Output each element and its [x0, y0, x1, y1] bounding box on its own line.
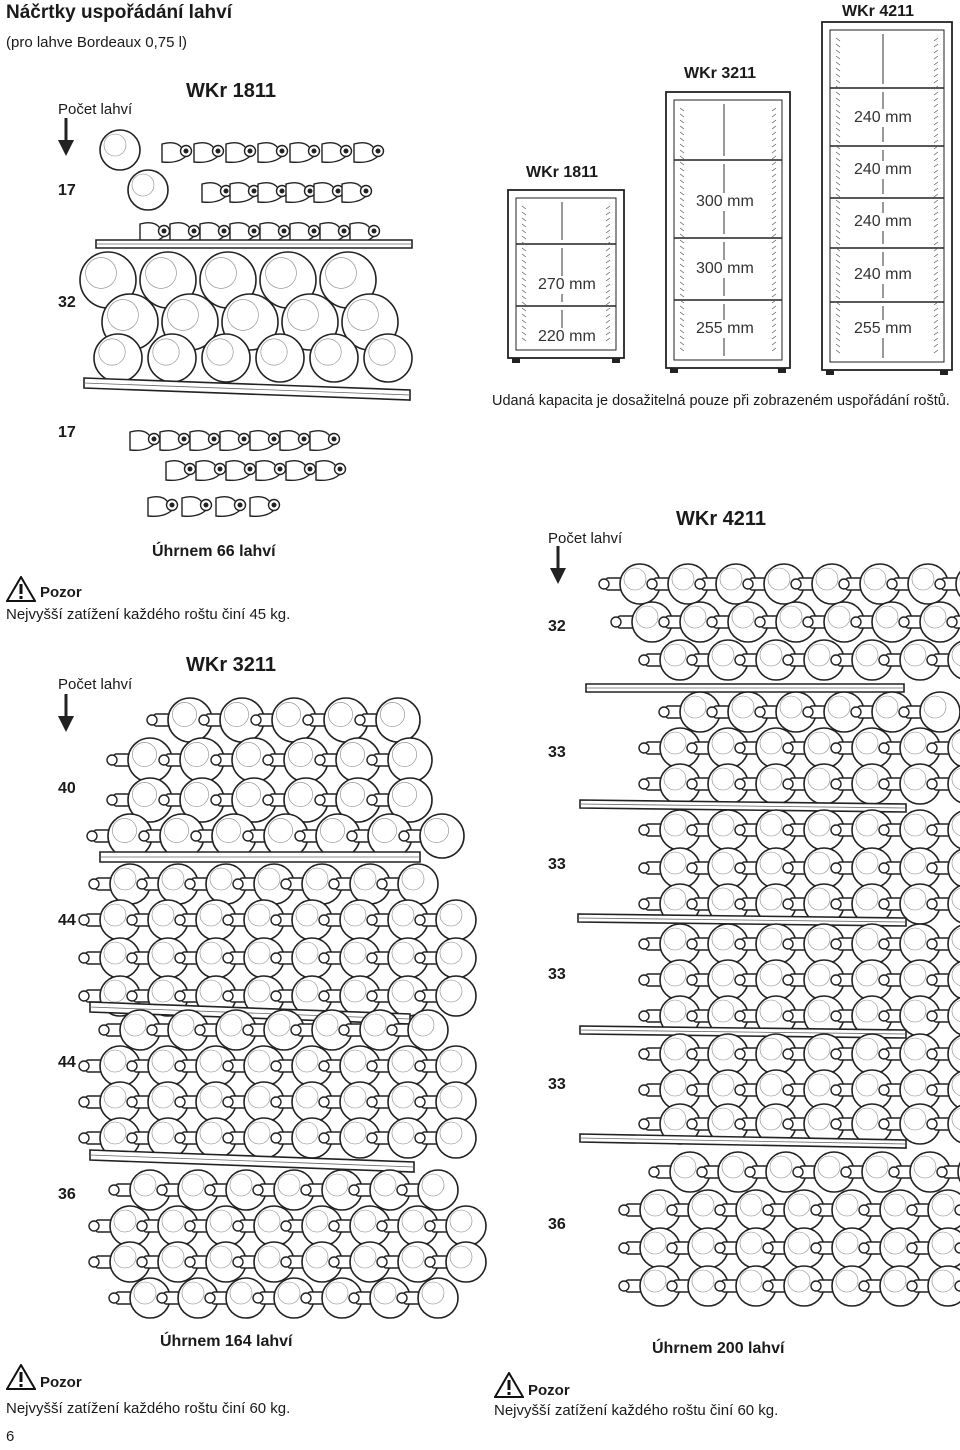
bottle-mark: [947, 764, 960, 804]
shelf-height-label: 300 mm: [694, 193, 756, 211]
warning-text: Nejvyšší zatížení každého roštu činí 60 …: [494, 1402, 779, 1419]
shelf-height-label: 270 mm: [536, 276, 598, 294]
bottle-mark: [947, 810, 960, 850]
warning-text: Nejvyšší zatížení každého roštu činí 45 …: [6, 606, 291, 623]
cabinet-title: WKr 1811: [526, 164, 599, 181]
shelf-height-label: 220 mm: [536, 328, 598, 346]
bottle-mark: [947, 1070, 960, 1110]
page-subtitle: (pro lahve Bordeaux 0,75 l): [6, 34, 187, 51]
bottle-mark: [919, 601, 960, 643]
shelf-count: 40: [58, 780, 76, 797]
bottle-mark: [947, 1034, 960, 1074]
shelf-count: 33: [548, 856, 566, 873]
bottle-mark: [99, 129, 141, 171]
cabinet-title: WKr 4211: [842, 3, 915, 20]
bottle-mark: [419, 813, 465, 859]
bottle-mark: [435, 975, 477, 1017]
total-bottles: Úhrnem 164 lahví: [160, 1333, 293, 1350]
arrow-down-icon: [58, 118, 74, 156]
shelf-count: 32: [548, 618, 566, 635]
bottle-mark: [387, 777, 433, 823]
shelf-count: 44: [58, 912, 76, 929]
stack-model-title: WKr 3211: [186, 654, 277, 676]
bottle-mark: [947, 960, 960, 1000]
bottle-mark: [947, 640, 960, 680]
bottle-mark: [947, 1104, 960, 1144]
capacity-note: Udaná kapacita je dosažitelná pouze při …: [492, 393, 950, 409]
warning-icon: [6, 576, 36, 602]
bottle-mark: [947, 884, 960, 924]
shelf-height-label: 240 mm: [852, 109, 914, 127]
stack-model-title: WKr 4211: [676, 508, 767, 530]
warning-icon: [494, 1372, 524, 1398]
shelf-height-label: 300 mm: [694, 260, 756, 278]
shelf-height-label: 255 mm: [852, 320, 914, 338]
stack-model-title: WKr 1811: [186, 80, 277, 102]
warning-title: Pozor: [40, 584, 82, 601]
shelf-count: 33: [548, 744, 566, 761]
cabinet-outline: [821, 21, 953, 371]
count-label: Počet lahví: [58, 676, 133, 693]
bottle-mark: [435, 1117, 477, 1159]
page-title: Náčrtky uspořádání lahví: [6, 2, 232, 23]
page-number: 6: [6, 1428, 15, 1445]
count-label: Počet lahví: [58, 101, 133, 118]
shelf-count: 36: [548, 1216, 566, 1233]
shelf-count: 36: [58, 1186, 76, 1203]
bottle-mark: [947, 996, 960, 1036]
bottle-mark: [947, 728, 960, 768]
shelf-height-label: 240 mm: [852, 213, 914, 231]
shelf-count: 32: [58, 294, 76, 311]
warning-title: Pozor: [40, 1374, 82, 1391]
bottle-mark: [407, 1009, 449, 1051]
shelf-height-label: 240 mm: [852, 161, 914, 179]
shelf-height-label: 240 mm: [852, 266, 914, 284]
warning-title: Pozor: [528, 1382, 570, 1399]
shelf-count: 44: [58, 1054, 76, 1071]
cabinet-title: WKr 3211: [684, 65, 757, 82]
shelf-count: 33: [548, 966, 566, 983]
total-bottles: Úhrnem 200 lahví: [652, 1340, 785, 1357]
bottle-mark: [127, 169, 169, 211]
bottle-mark: [417, 1169, 459, 1211]
bottle-mark: [927, 1265, 960, 1307]
bottle-mark: [309, 333, 359, 383]
bottle-mark: [947, 848, 960, 888]
total-bottles: Úhrnem 66 lahví: [152, 543, 276, 560]
count-label: Počet lahví: [548, 530, 623, 547]
bottle-mark: [919, 691, 960, 733]
warning-icon: [6, 1364, 36, 1390]
shelf-height-label: 255 mm: [694, 320, 756, 338]
bottle-mark: [947, 924, 960, 964]
bottle-mark: [955, 570, 960, 598]
bottle-mark: [363, 333, 413, 383]
warning-text: Nejvyšší zatížení každého roštu činí 60 …: [6, 1400, 291, 1417]
shelf-count: 17: [58, 424, 76, 441]
bottle-mark: [255, 333, 305, 383]
bottle-mark: [417, 1277, 459, 1319]
arrow-down-icon: [550, 546, 566, 584]
bottle-mark: [445, 1241, 487, 1283]
shelf-count: 17: [58, 182, 76, 199]
bottle-mark: [201, 333, 251, 383]
shelf-count: 33: [548, 1076, 566, 1093]
arrow-down-icon: [58, 694, 74, 732]
